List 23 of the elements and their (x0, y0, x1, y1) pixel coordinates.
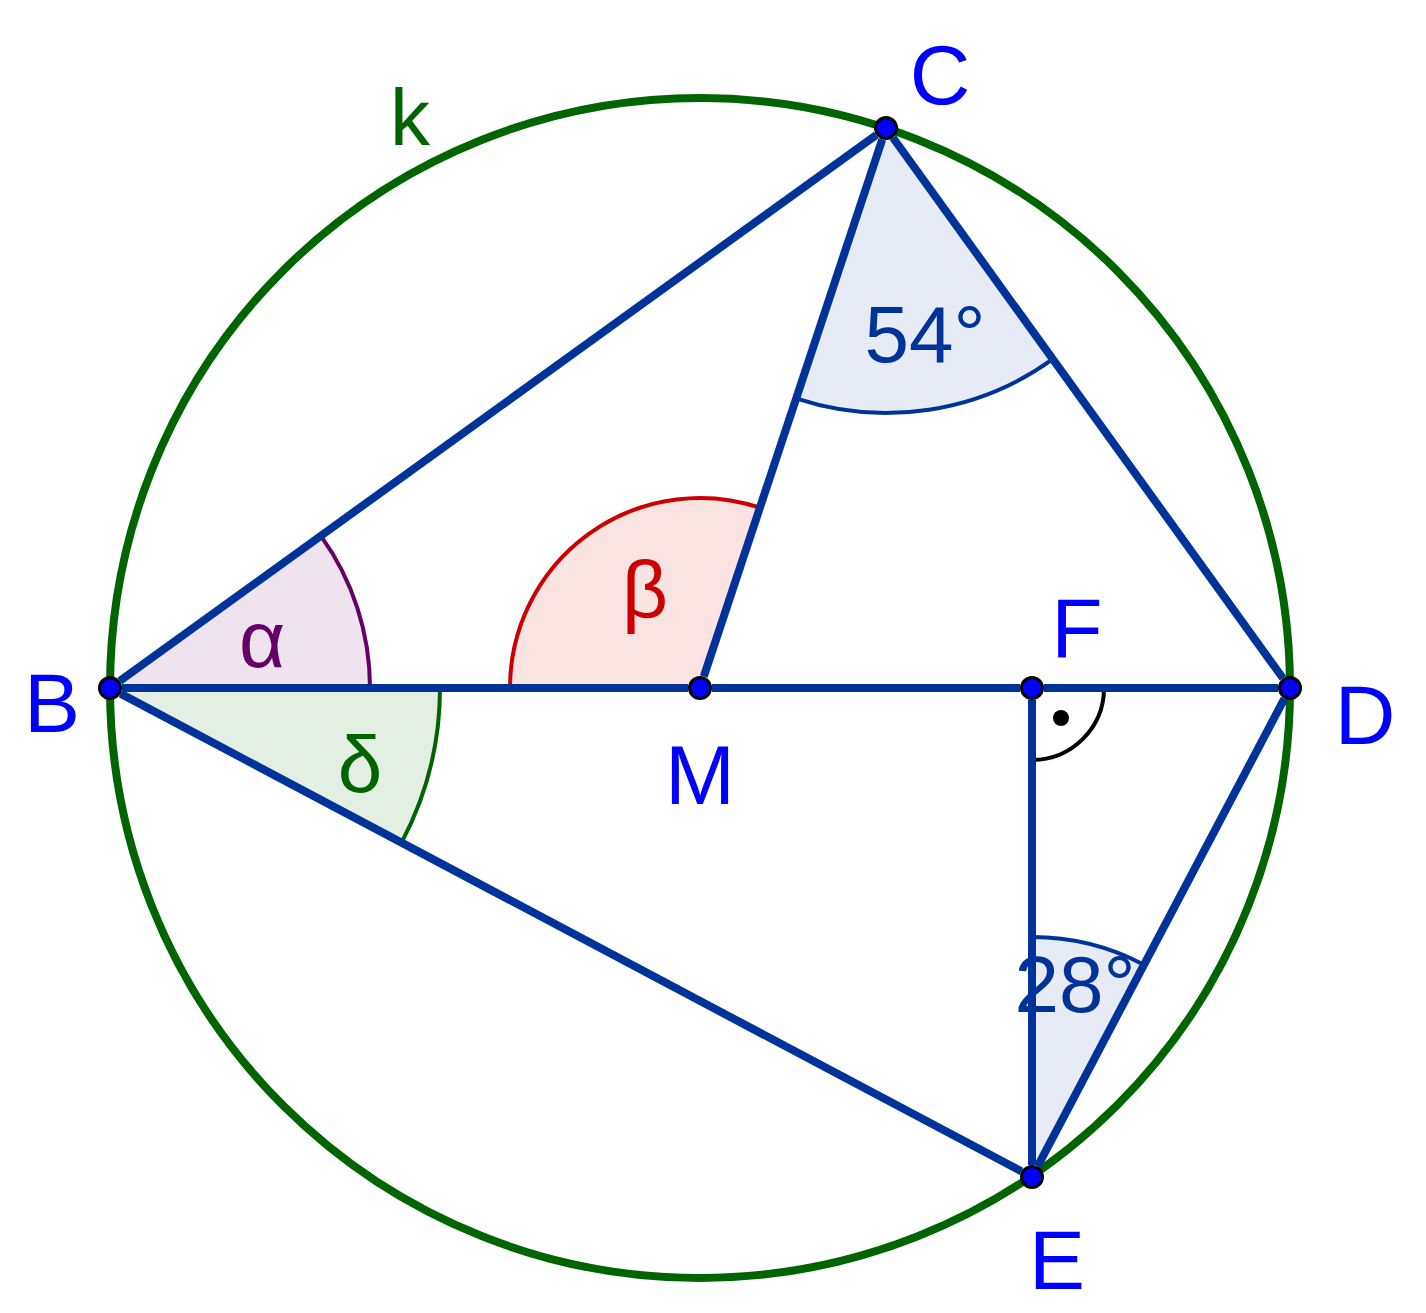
line-segment (122, 684, 688, 692)
line-segment (712, 684, 1020, 692)
line-segment (1028, 700, 1036, 1165)
angle-label: δ (337, 725, 383, 805)
point-label: E (1029, 1218, 1085, 1302)
point-dot (1278, 676, 1302, 700)
line-segment (1044, 684, 1278, 692)
point-label: F (1051, 586, 1103, 670)
circle-label: k (390, 78, 430, 158)
line-segment (1034, 696, 1288, 1169)
line-segment (117, 131, 879, 685)
point-dot (1020, 676, 1044, 700)
point-label: D (1334, 673, 1396, 757)
point-dot (98, 676, 122, 700)
line-segment (700, 138, 886, 678)
point-dot (688, 676, 712, 700)
line-segment (889, 135, 1287, 681)
angle-label: 54° (864, 295, 986, 375)
point-label: C (909, 33, 971, 117)
angle-label: α (238, 600, 286, 680)
point-label: M (665, 733, 735, 817)
line-segment (118, 690, 1024, 1175)
point-label: B (24, 661, 80, 745)
